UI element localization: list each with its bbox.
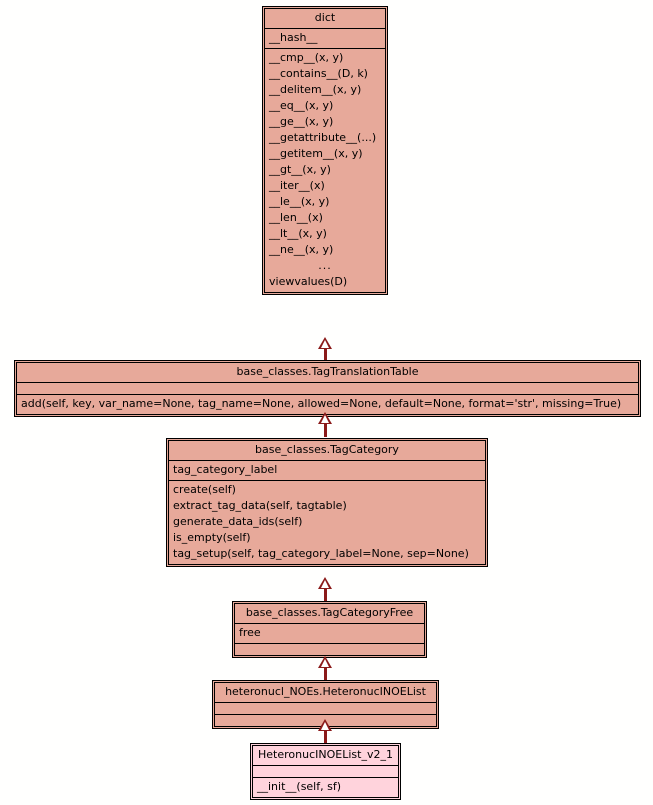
operation-item: __lt__(x, y) — [269, 227, 327, 240]
operation-item: __delitem__(x, y) — [269, 83, 362, 96]
class-attributes-heteronucinoelist-v2-1 — [252, 766, 399, 778]
generalization-arrowhead-heteronucinoelistv21-heteronucinoelist — [318, 719, 332, 731]
operation-item: __contains__(D, k) — [269, 67, 368, 80]
operation-item: viewvalues(D) — [269, 275, 348, 288]
generalization-arrowhead-tagtranslationtable-dict — [318, 337, 332, 349]
operation-item: __len__(x) — [269, 211, 323, 224]
attribute-item: __hash__ — [269, 31, 318, 44]
class-attributes-tagcategory: tag_category_label — [168, 461, 486, 481]
class-name-tagcategory: base_classes.TagCategory — [168, 440, 486, 461]
operation-item: __init__(self, sf) — [257, 780, 342, 793]
operation-item: __le__(x, y) — [269, 195, 330, 208]
operation-item: tag_setup(self, tag_category_label=None,… — [173, 547, 469, 560]
generalization-line-tagcategory-tagtranslationtable — [323, 424, 327, 437]
class-box-heteronucinoelist-v2-1[interactable]: HeteronucINOEList_v2_1 __init__(self, sf… — [250, 743, 401, 800]
generalization-arrowhead-tagcategory-tagtranslationtable — [318, 412, 332, 424]
generalization-line-heteronucinoelist-tagcategoryfree — [323, 668, 327, 680]
generalization-arrowhead-heteronucinoelist-tagcategoryfree — [318, 656, 332, 668]
class-operations-tagcategoryfree — [234, 644, 425, 656]
operation-item: __iter__(x) — [269, 179, 325, 192]
operation-item: add(self, key, var_name=None, tag_name=N… — [21, 397, 622, 410]
generalization-line-tagcategoryfree-tagcategory — [323, 589, 327, 601]
operation-item: __ne__(x, y) — [269, 243, 334, 256]
class-operations-tagtranslationtable: add(self, key, var_name=None, tag_name=N… — [16, 395, 639, 415]
attribute-item: free — [239, 626, 261, 639]
operation-item: __ge__(x, y) — [269, 115, 334, 128]
class-attributes-tagtranslationtable — [16, 383, 639, 395]
class-operations-dict: __cmp__(x, y) __contains__(D, k) __delit… — [264, 49, 386, 293]
class-name-heteronucinoelist: heteronucl_NOEs.HeteronucINOEList — [214, 682, 437, 703]
generalization-line-tagtranslationtable-dict — [323, 349, 327, 361]
generalization-line-heteronucinoelistv21-heteronucinoelist — [323, 731, 327, 743]
class-operations-heteronucinoelist-v2-1: __init__(self, sf) — [252, 778, 399, 798]
operation-item: __cmp__(x, y) — [269, 51, 344, 64]
operation-item: create(self) — [173, 483, 236, 496]
operation-item: extract_tag_data(self, tagtable) — [173, 499, 347, 512]
class-attributes-dict: __hash__ — [264, 29, 386, 49]
class-operations-tagcategory: create(self) extract_tag_data(self, tagt… — [168, 481, 486, 565]
operation-item: __gt__(x, y) — [269, 163, 331, 176]
class-box-tagcategoryfree[interactable]: base_classes.TagCategoryFree free — [232, 601, 427, 658]
class-name-tagcategoryfree: base_classes.TagCategoryFree — [234, 603, 425, 624]
operation-item: generate_data_ids(self) — [173, 515, 303, 528]
generalization-arrowhead-tagcategoryfree-tagcategory — [318, 577, 332, 589]
operation-item: __getitem__(x, y) — [269, 147, 363, 160]
class-box-dict[interactable]: dict __hash__ __cmp__(x, y) __contains__… — [262, 6, 388, 295]
class-box-tagtranslationtable[interactable]: base_classes.TagTranslationTable add(sel… — [14, 360, 641, 417]
class-attributes-tagcategoryfree: free — [234, 624, 425, 644]
class-attributes-heteronucinoelist — [214, 703, 437, 715]
class-name-tagtranslationtable: base_classes.TagTranslationTable — [16, 362, 639, 383]
class-name-dict: dict — [264, 8, 386, 29]
operation-item: is_empty(self) — [173, 531, 251, 544]
operation-item: __eq__(x, y) — [269, 99, 334, 112]
class-box-tagcategory[interactable]: base_classes.TagCategory tag_category_la… — [166, 438, 488, 567]
attribute-item: tag_category_label — [173, 463, 278, 476]
class-name-heteronucinoelist-v2-1: HeteronucINOEList_v2_1 — [252, 745, 399, 766]
operation-item: __getattribute__(...) — [269, 131, 377, 144]
operations-truncated-ellipsis: ... — [318, 259, 332, 272]
